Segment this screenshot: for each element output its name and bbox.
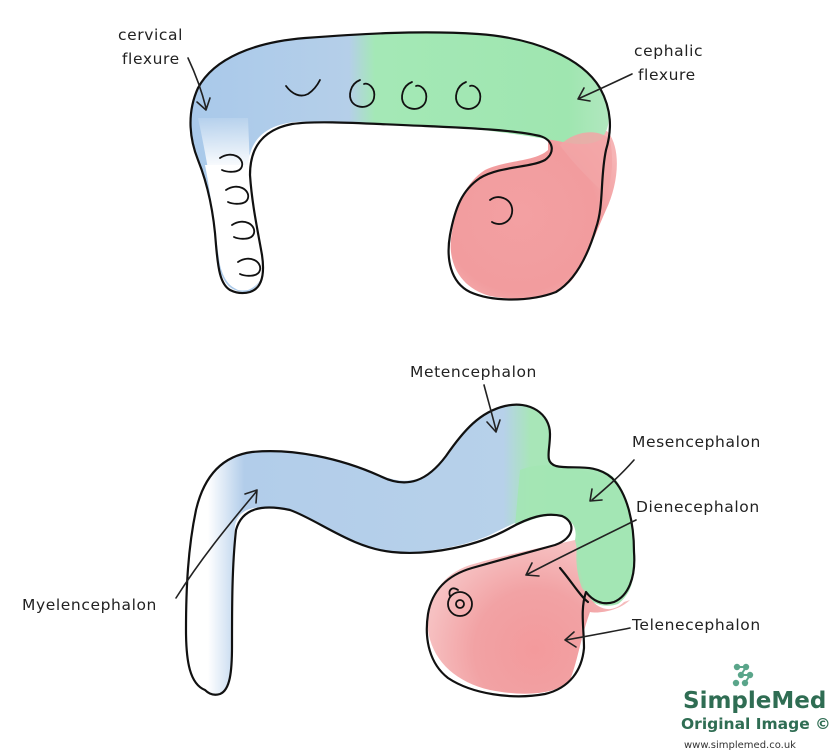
optic-vesicle-stalk	[448, 587, 459, 597]
top-somite-7	[231, 220, 256, 240]
mesencephalon-arrow	[589, 459, 635, 502]
dienecephalon-label: Dienecephalon	[636, 498, 760, 516]
top-optic-cup	[489, 196, 514, 225]
top-somite-5	[219, 153, 244, 173]
logo-name: SimpleMed	[683, 688, 826, 714]
logo-url: www.simplemed.co.uk	[684, 740, 796, 751]
cephalic-flexure-label-line1: cephalic	[634, 42, 703, 60]
top-somite-4	[455, 81, 482, 110]
top-somite-6	[225, 185, 250, 205]
top-somite-2	[349, 79, 376, 108]
myelencephalon-label: Myelencephalon	[22, 596, 157, 614]
optic-vesicle-inner	[455, 599, 465, 609]
cervical-flexure-label-line1: cervical	[118, 26, 183, 44]
mesencephalon-label: Mesencephalon	[632, 433, 761, 451]
simplemed-logo: SimpleMed Original Image © www.simplemed…	[681, 663, 830, 751]
dienecephalon-arrow	[525, 519, 637, 577]
cervical-flexure-arrow	[187, 57, 211, 111]
metencephalon-arrow	[483, 384, 501, 433]
bottom-neural-tube	[184, 403, 636, 698]
top-flexure-blend	[560, 132, 613, 195]
top-tube-body	[191, 32, 609, 293]
bottom-tube-outline	[184, 403, 636, 698]
telenecephalon-label: Telenecephalon	[631, 616, 761, 634]
cervical-flexure-label-line2b: flexure	[122, 50, 180, 68]
bottom-tube-fold	[558, 566, 590, 604]
cephalic-flexure-label-line2: flexure	[638, 66, 696, 84]
logo-molecule-icon	[732, 663, 754, 687]
top-tube-outline	[189, 31, 612, 301]
top-neural-tube	[189, 31, 617, 301]
myelencephalon-arrow	[175, 489, 258, 599]
top-somite-8	[237, 257, 262, 277]
optic-vesicle-outer	[447, 591, 473, 617]
telenecephalon-arrow	[564, 627, 631, 648]
cephalic-flexure-arrow	[577, 73, 633, 102]
top-forebrain-lobe	[450, 124, 617, 299]
top-somite-3	[401, 81, 428, 110]
metencephalon-label: Metencephalon	[410, 363, 537, 381]
bottom-mesencephalon-blend	[515, 465, 634, 605]
top-somite-1	[285, 79, 321, 97]
logo-subtitle: Original Image ©	[681, 715, 830, 733]
